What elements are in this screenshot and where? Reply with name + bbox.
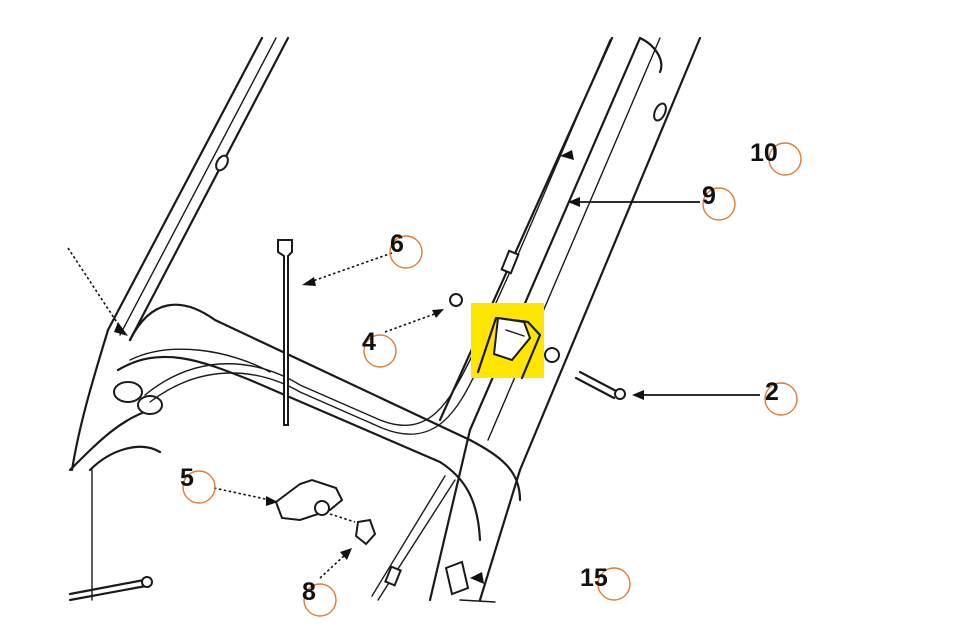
callout-9-label: 9 — [702, 182, 716, 210]
callout-10-ring — [768, 142, 802, 176]
callout-9-ring — [702, 187, 736, 221]
part-5-knob — [213, 478, 356, 523]
callout-2-label: 2 — [765, 378, 779, 406]
callout-8-label: 8 — [302, 578, 316, 606]
callout-6-label: 6 — [390, 230, 404, 258]
callout-15: 15 — [580, 564, 631, 601]
callout-5: 5 — [180, 464, 216, 504]
callout-15-ring — [597, 567, 631, 601]
callout-10: 10 — [750, 139, 802, 176]
part-6-cable-tie — [277, 239, 393, 426]
right-handle-tubes — [371, 36, 702, 602]
callout-4-ring — [363, 334, 397, 368]
callout-15-label: 15 — [580, 564, 608, 592]
lower-left-bolt — [68, 576, 153, 602]
callout-5-ring — [182, 470, 216, 504]
callout-10-label: 10 — [750, 139, 778, 167]
callout-6-ring — [389, 235, 423, 269]
callout-9: 9 — [702, 182, 736, 221]
callout-4-label: 4 — [362, 328, 376, 356]
crossbar-frame — [68, 303, 522, 601]
callout-2: 2 — [764, 378, 798, 416]
part-8-washer — [319, 518, 377, 579]
part-4-nut — [384, 293, 463, 333]
part-15-leader — [459, 572, 496, 603]
callout-8: 8 — [302, 578, 337, 617]
callout-6: 6 — [389, 230, 423, 269]
part-9-leader — [560, 150, 700, 207]
highlighted-part — [471, 303, 544, 380]
callouts: 2 4 5 6 8 9 10 15 — [180, 139, 802, 617]
part-2-bolt — [544, 347, 760, 400]
callout-2-ring — [764, 382, 798, 416]
callout-5-label: 5 — [180, 464, 194, 492]
callout-8-ring — [303, 583, 337, 617]
left-handle-tube — [67, 36, 290, 342]
callout-4: 4 — [362, 328, 397, 368]
